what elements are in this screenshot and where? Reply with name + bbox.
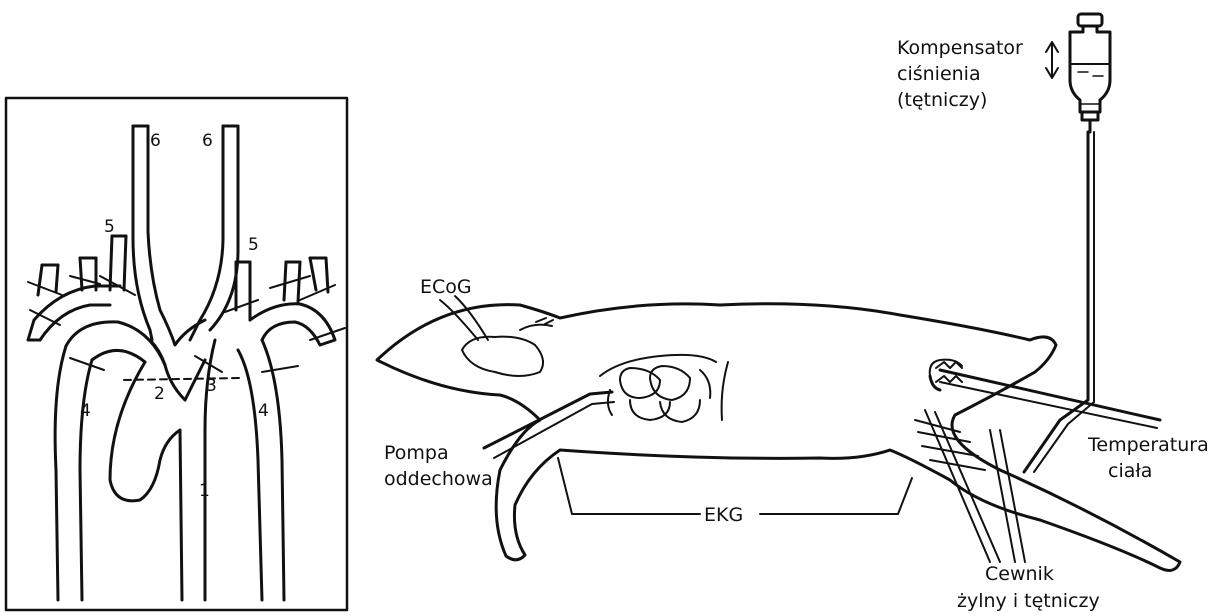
pressure-compensator-icon [1046,14,1110,132]
arterial-line-tube [1024,132,1088,472]
vessel-numbers: 6 6 5 5 2 3 4 4 1 [80,131,269,501]
respiratory-pump-tube [484,392,612,448]
left-descending-vessel-4 [55,346,66,600]
label-kompensator-1: Kompensator [897,37,1023,59]
animal-preparation [377,14,1180,570]
label-temperatura-2: ciała [1108,460,1152,482]
aorta-1 [110,362,182,600]
aortic-arch-panel [6,98,347,610]
label-kompensator-3: (tętniczy) [897,89,987,111]
right-descending-vessel-4 [262,340,284,600]
preparation-labels: Kompensator ciśnienia (tętniczy) ECoG Po… [384,37,1209,612]
carotid-right-vessel [190,126,223,340]
rat-thorax [600,355,728,422]
aortic-arch [66,322,185,400]
ekg-lead-right [760,478,912,514]
temperature-probe [940,370,1160,420]
number-6a: 6 [150,131,161,151]
label-cewnik-1: Cewnik [985,563,1054,585]
ekg-lead-left [558,458,700,514]
number-5b: 5 [248,235,259,255]
number-2: 2 [154,384,165,404]
brachiocephalic-trunk [160,310,205,345]
label-ecog: ECoG [420,276,472,298]
carotid-left-inner [148,126,160,310]
number-5a: 5 [104,217,115,237]
number-6b: 6 [202,131,213,151]
left-subclavian-branch [28,286,120,340]
catheter-lines [915,410,1025,562]
label-ekg: EKG [704,504,743,526]
number-1: 1 [199,481,210,501]
number-3: 3 [206,376,217,396]
rat-skull [462,337,543,376]
number-4b: 4 [258,401,269,421]
ligature-dashed-line [124,378,240,380]
label-pompa-2: oddechowa [384,468,493,490]
label-temperatura-1: Temperatura [1087,434,1209,456]
label-cewnik-2: żylny i tętniczy [957,590,1100,612]
label-kompensator-2: ciśnienia [897,63,981,85]
label-pompa-1: Pompa [384,442,449,464]
number-4a: 4 [80,401,91,421]
ecog-lead-1 [440,300,478,340]
